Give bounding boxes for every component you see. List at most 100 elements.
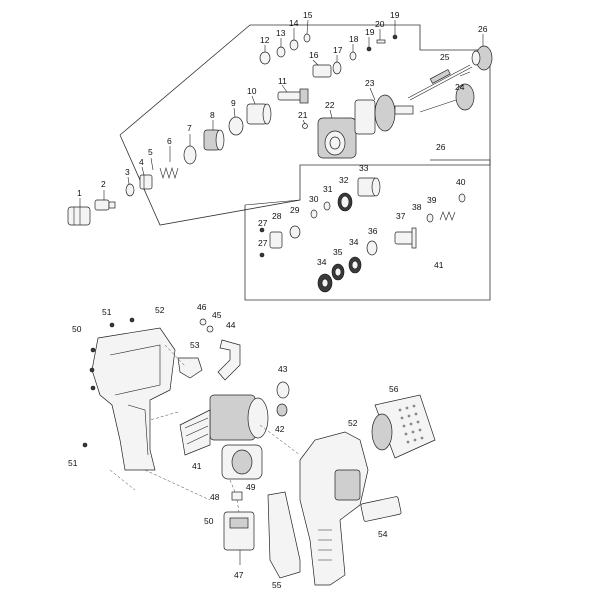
- gear-subassembly-frame: [244, 159, 491, 301]
- callout-label: 46: [197, 302, 207, 312]
- motor-49-part: [221, 444, 263, 480]
- ring-17-part: [332, 61, 342, 75]
- ring-31-part: [323, 201, 331, 211]
- screw-46-part: [199, 318, 207, 326]
- plate-54-part: [360, 496, 402, 522]
- callout-label: 56: [389, 384, 399, 394]
- ring-40-part: [458, 193, 466, 203]
- shaft-25-part: [407, 64, 473, 101]
- callout-label: 13: [276, 28, 286, 38]
- ring-14-part: [289, 39, 299, 51]
- callout-label: 1: [77, 188, 82, 198]
- alignment-lines: [109, 344, 301, 513]
- callout-label: 16: [309, 50, 319, 60]
- callout-label: 8: [210, 110, 215, 120]
- screw-27b-part: [259, 252, 265, 258]
- washer-43-part: [276, 381, 290, 399]
- callout-label: 24: [455, 82, 465, 92]
- gear-26-part: [471, 45, 493, 71]
- washer-42-part: [276, 403, 288, 417]
- callout-label: 11: [278, 76, 287, 86]
- pin-20-part: [376, 39, 386, 44]
- callout-label: 20: [375, 19, 385, 29]
- housing-left-half-part: [91, 327, 176, 471]
- callout-label: 25: [440, 52, 450, 62]
- callout-label: 36: [368, 226, 378, 236]
- carrier-33-part: [357, 177, 381, 197]
- cover-53-part: [177, 357, 203, 379]
- washer-part: [183, 145, 197, 165]
- callout-label: 32: [339, 175, 349, 185]
- motor-gear-assembly-part: [179, 394, 269, 456]
- bearing-34b-inner: [351, 260, 359, 270]
- callout-label: 18: [349, 34, 359, 44]
- spindle-part: [277, 88, 309, 104]
- housing-right-half-part: [299, 431, 369, 586]
- gear-case-part: [317, 117, 357, 159]
- gear-assembly-part: [354, 94, 414, 135]
- sleeve-37-part: [394, 227, 417, 249]
- sleeve-part: [139, 174, 153, 190]
- callout-label: 40: [456, 177, 466, 187]
- callout-label: 53: [190, 340, 200, 350]
- callout-label: 17: [333, 45, 343, 55]
- callout-label: 55: [272, 580, 282, 590]
- callout-label: 34: [349, 237, 359, 247]
- washer-36-part: [366, 240, 378, 256]
- plate-28-part: [269, 231, 283, 249]
- washer-12-part: [259, 51, 271, 65]
- callout-label: 35: [333, 247, 343, 257]
- callout-label: 27: [258, 218, 268, 228]
- callout-label: 3: [125, 167, 130, 177]
- callout-label: 52: [348, 418, 358, 428]
- callout-label: 15: [303, 10, 313, 20]
- screws-group: [82, 317, 135, 448]
- callout-label: 37: [396, 211, 406, 221]
- ring-18-part: [349, 51, 357, 61]
- nose-cap-part: [67, 206, 91, 226]
- callout-label: 26: [478, 24, 488, 34]
- callout-label: 21: [298, 110, 308, 120]
- callout-label: 29: [290, 205, 300, 215]
- bell-cover-56-part: [371, 394, 436, 459]
- screw-21-part: [302, 123, 308, 129]
- callout-label: 19: [390, 10, 400, 20]
- ball-19b-part: [392, 34, 398, 40]
- bearing-35-inner: [334, 267, 342, 277]
- callout-label: 30: [309, 194, 319, 204]
- callout-label: 51: [102, 307, 112, 317]
- callout-label: 26: [436, 142, 446, 152]
- callout-label: 19: [365, 27, 375, 37]
- bit-holder-part: [94, 199, 116, 211]
- ring-part: [228, 116, 244, 136]
- callout-label: 2: [101, 179, 106, 189]
- ring-30-part: [310, 209, 318, 219]
- screw-27-part: [259, 227, 265, 233]
- callout-label: 54: [378, 529, 388, 539]
- callout-labels: 1 2 3 4 5 6 7 8 9 10 11 12 13 14 15 16 1…: [68, 10, 488, 590]
- callout-label: 38: [412, 202, 422, 212]
- clutch-part: [203, 129, 225, 151]
- ring-32-inner: [340, 195, 350, 209]
- gear-24-part: [419, 83, 475, 113]
- leader-lines: [79, 19, 484, 207]
- ring-13-part: [276, 46, 286, 58]
- callout-label: 23: [365, 78, 375, 88]
- spring-part: [159, 166, 179, 180]
- callout-label: 49: [246, 482, 256, 492]
- callout-label: 51: [68, 458, 78, 468]
- callout-label: 41: [434, 260, 444, 270]
- ring-15-part: [303, 33, 311, 43]
- callout-label: 41: [192, 461, 202, 471]
- o-ring-part: [125, 183, 135, 197]
- callout-label: 9: [231, 98, 236, 108]
- callout-label: 4: [139, 157, 144, 167]
- callout-label: 39: [427, 195, 437, 205]
- bearing-34-inner: [321, 278, 329, 288]
- spring-39-part: [439, 211, 456, 221]
- callout-label: 47: [234, 570, 244, 580]
- callout-label: 28: [272, 211, 282, 221]
- callout-label: 22: [325, 100, 335, 110]
- screw-45-part: [206, 325, 214, 333]
